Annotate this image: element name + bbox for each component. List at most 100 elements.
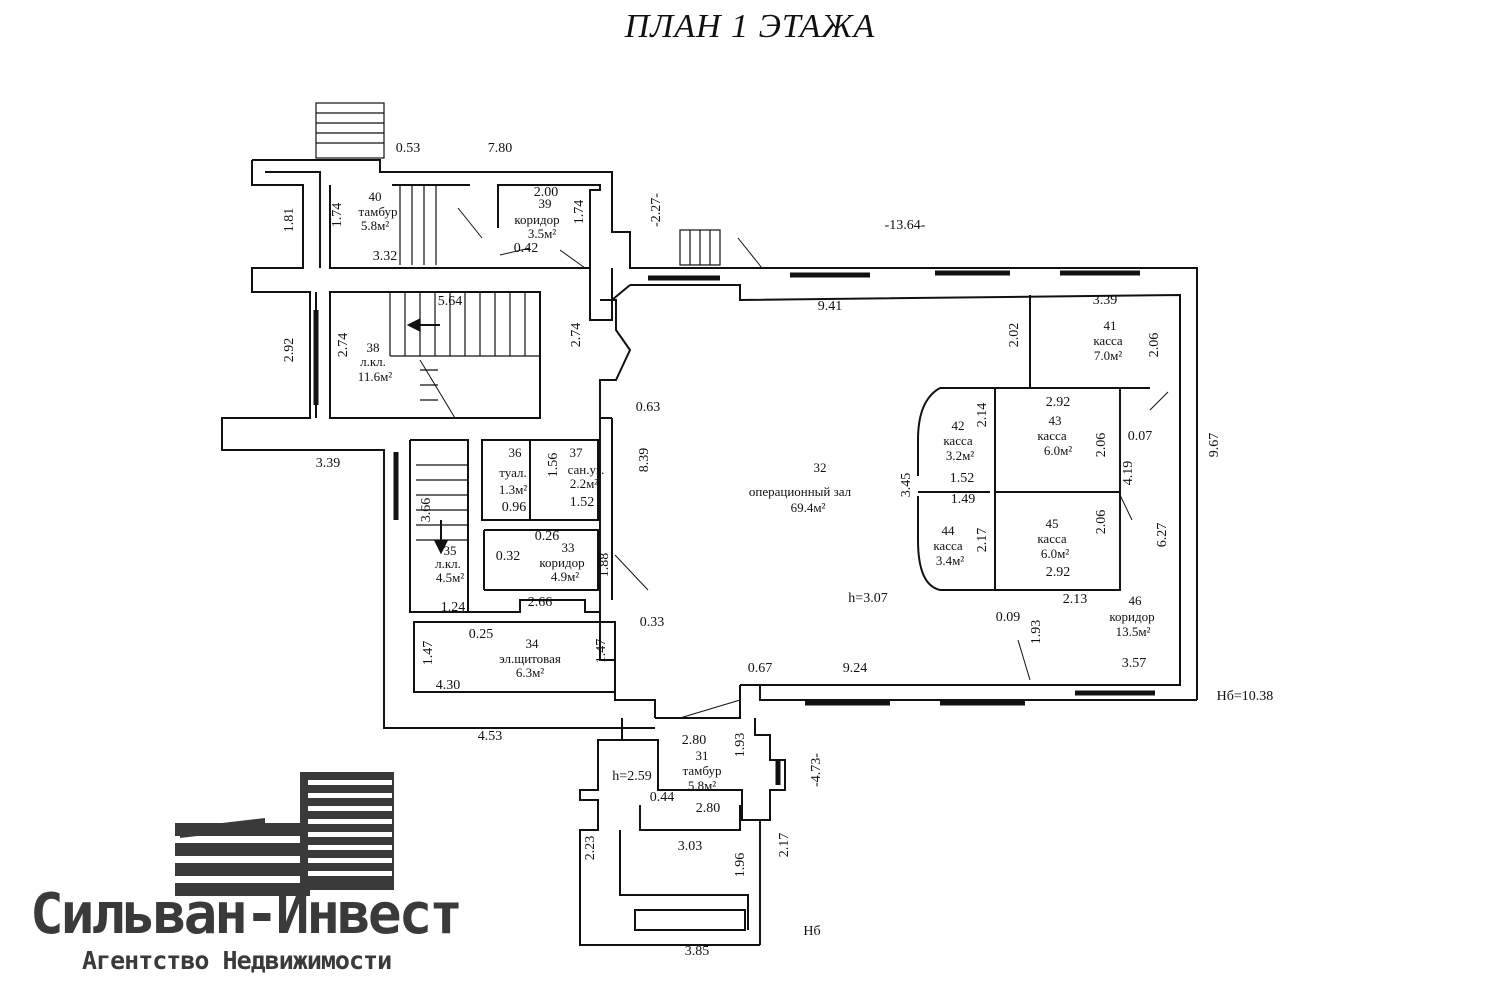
dimension: 9.67	[1207, 433, 1222, 458]
room-name: коридор	[539, 555, 584, 570]
room-area: 4.5м²	[436, 570, 464, 585]
dimension: 0.25	[469, 627, 494, 642]
room-number: 41	[1104, 318, 1117, 333]
windows	[313, 270, 1155, 785]
room-area: 11.6м²	[358, 369, 392, 384]
dimension: 9.41	[818, 299, 843, 314]
room-area: 6.0м²	[1041, 546, 1069, 561]
dimension: 1.56	[546, 453, 561, 478]
dimension: 2.06	[1094, 510, 1109, 535]
room-number: 42	[952, 418, 965, 433]
height-mark: h=2.59	[612, 769, 651, 784]
dimension: 0.26	[535, 529, 560, 544]
dimension: 2.92	[1046, 565, 1071, 580]
dimension: 0.07	[1128, 429, 1153, 444]
dimension: 2.02	[1007, 323, 1022, 348]
dimension: 1.93	[1029, 620, 1044, 645]
logo-building-icon	[175, 772, 394, 896]
dimension: 2.74	[569, 323, 584, 348]
dimension: 2.66	[528, 595, 553, 610]
dimension: 3.57	[1122, 656, 1147, 671]
room-number: 32	[814, 460, 827, 475]
dimension: 0.33	[640, 615, 665, 630]
dimension: 1.96	[733, 853, 748, 878]
dimension: 2.92	[282, 338, 297, 363]
room-area: 1.3м²	[499, 482, 527, 497]
room-number: 35	[444, 543, 457, 558]
room-area: 2.2м²	[570, 476, 598, 491]
dimension: 0.32	[496, 549, 521, 564]
room-area: 4.9м²	[551, 569, 579, 584]
room-name: операционный зал	[749, 484, 852, 499]
height-mark: Hб	[803, 924, 820, 939]
room-name: коридор	[514, 212, 559, 227]
dimension: 7.80	[488, 141, 513, 156]
room-number: 46	[1129, 593, 1143, 608]
room-number: 31	[696, 748, 709, 763]
dimension: 1.88	[597, 553, 612, 578]
dimension: -4.73-	[809, 753, 824, 787]
room-name: л.кл.	[360, 354, 386, 369]
room-area: 6.0м²	[1044, 443, 1072, 458]
room-area: 69.4м²	[791, 500, 826, 515]
dimension: 1.47	[594, 639, 609, 664]
room-name: туал.	[499, 465, 526, 480]
dimension: 1.81	[282, 208, 297, 233]
room-number: 33	[562, 540, 575, 555]
dimension: 2.06	[1147, 333, 1162, 358]
room-name: касса	[1037, 428, 1067, 443]
room-number: 40	[369, 189, 382, 204]
logo-tagline: Агентство Недвижимости	[82, 946, 392, 975]
room-name: тамбур	[359, 204, 398, 219]
room-number: 34	[526, 636, 540, 651]
dimension: 2.00	[534, 185, 559, 200]
dimension: 3.39	[1093, 293, 1118, 308]
dimension: -2.27-	[649, 193, 664, 227]
dimension: 0.44	[650, 790, 675, 805]
dimension: 2.17	[975, 528, 990, 553]
room-number: 36	[509, 445, 523, 460]
room-area: 6.3м²	[516, 665, 544, 680]
dimension: 0.09	[996, 610, 1021, 625]
height-mark: h=3.07	[848, 591, 887, 606]
dimension: 9.24	[843, 661, 868, 676]
logo-wordmark: Сильван-Инвест	[30, 882, 463, 947]
dimension: 2.17	[777, 833, 792, 858]
dimension: 2.80	[682, 733, 707, 748]
dimension: 3.66	[419, 498, 434, 523]
room-number: 38	[367, 340, 380, 355]
dimension: 1.24	[441, 600, 466, 615]
dimension: 3.32	[373, 249, 398, 264]
dimension: 2.92	[1046, 395, 1071, 410]
room-name: эл.щитовая	[499, 651, 561, 666]
walls	[221, 159, 1198, 946]
dimension: 8.39	[637, 448, 652, 473]
height-marks: h=3.07 h=2.59 Hб=10.38 Hб	[612, 591, 1273, 939]
room-name: касса	[943, 433, 973, 448]
dimension: 3.45	[899, 473, 914, 498]
dimension: 0.42	[514, 241, 539, 256]
dimension: 6.27	[1155, 523, 1170, 548]
dimension: 5.64	[438, 294, 463, 309]
dimension: -13.64-	[885, 218, 926, 233]
dimension: 2.80	[696, 801, 721, 816]
dimension: 3.03	[678, 839, 703, 854]
room-area: 5.8м²	[688, 778, 716, 793]
dimension: 0.63	[636, 400, 661, 415]
dimension: 0.53	[396, 141, 421, 156]
dimension: 3.85	[685, 944, 710, 959]
height-mark: Hб=10.38	[1217, 689, 1274, 704]
room-name: касса	[1037, 531, 1067, 546]
room-name: коридор	[1109, 609, 1154, 624]
room-area: 3.5м²	[528, 226, 556, 241]
dimension: 2.14	[975, 403, 990, 428]
dimension: 3.39	[316, 456, 341, 471]
room-number: 45	[1046, 516, 1059, 531]
room-area: 3.2м²	[946, 448, 974, 463]
dimension: 1.47	[421, 641, 436, 666]
dimension: 1.74	[572, 200, 587, 225]
dimensions: 0.53 7.80 1.81 1.74 2.00 1.74 3.32 0.42 …	[282, 141, 1222, 959]
dimension: 4.19	[1121, 461, 1136, 486]
room-name: сан.уз.	[568, 462, 605, 477]
